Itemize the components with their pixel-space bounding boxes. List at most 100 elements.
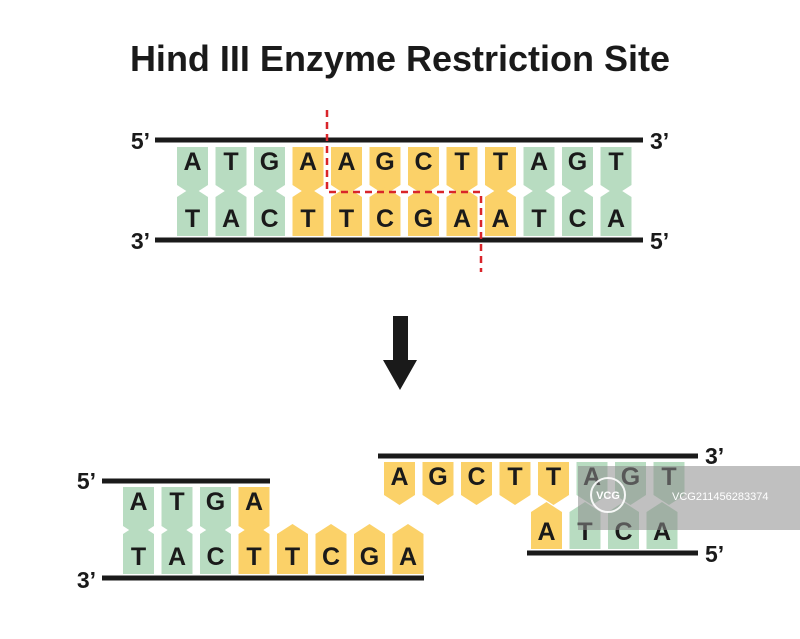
right-bottom-base-0-block [531,502,562,549]
right-top-base-3-block [499,462,531,505]
top-strand-base-4-letter: A [337,148,355,176]
watermark-text: VCG211456283374 [672,491,768,503]
top-strand-base-0-letter: A [183,148,201,176]
bottom-strand-base-10-letter: C [568,205,586,233]
top-strand-base-5-block [369,147,401,195]
top-strand-base-2-block [254,147,285,195]
right-top-end-label: 3’ [705,443,724,469]
left-bottom-base-4-block [277,524,308,574]
top-strand-base-6-block [408,147,439,195]
cut-path [325,110,483,272]
top-strand-base-8-block [485,147,516,195]
bottom-strand-base-10-block [562,187,593,236]
bottom-strand-base-9-letter: T [531,205,546,233]
bottom-right-end-label: 5’ [650,228,669,254]
top-strand-base-7-block [446,147,478,195]
top-strand-base-9-letter: A [530,148,548,176]
right-top-base-1-letter: G [428,463,447,491]
bottom-left-end-label: 3’ [131,228,150,254]
bottom-strand-base-7-letter: A [453,205,471,233]
top-left-end-label: 5’ [131,128,150,154]
top-right-end-label: 3’ [650,128,669,154]
bottom-strand-base-8-block [485,187,516,236]
bottom-strand-base-11-letter: A [607,205,625,233]
left-bottom-base-7-block [392,524,424,574]
right-top-base-2-letter: C [467,463,485,491]
left-bottom-base-4-letter: T [285,543,300,571]
right-top-base-4-letter: T [546,463,561,491]
right-top-base-4-block [538,462,569,505]
bottom-strand-base-3-block [292,187,324,236]
left-bottom-base-1-letter: A [168,543,186,571]
top-strand-base-11-letter: T [608,148,623,176]
top-strand-base-5-letter: G [375,148,394,176]
top-strand-base-8-letter: T [493,148,508,176]
left-top-base-1-block [161,487,193,536]
left-top-base-3-block [238,487,270,536]
bottom-strand-base-0-letter: T [185,205,200,233]
right-top-base-1-block [422,462,454,505]
bottom-strand-base-4-block [331,187,362,236]
bottom-strand-base-9-block [523,187,555,236]
right-top-base-0-block [384,462,415,505]
bottom-strand-base-2-letter: C [260,205,278,233]
top-strand-base-3-block [292,147,324,195]
left-top-base-2-letter: G [206,488,225,516]
left-bottom-base-3-block [238,524,270,574]
bottom-strand-base-6-block [408,187,439,236]
top-strand-base-1-block [215,147,247,195]
bottom-strand-base-2-block [254,187,285,236]
cut-site-line [325,110,483,272]
left-bottom-base-2-letter: C [206,543,224,571]
left-bottom-base-3-letter: T [246,543,261,571]
left-bottom-base-5-letter: C [322,543,340,571]
top-strand-base-2-letter: G [260,148,279,176]
top-strand-base-1-letter: T [223,148,238,176]
watermark-logo-icon [590,477,626,513]
watermark-logo-text: VCG [596,490,620,502]
left-top-base-3-letter: A [245,488,263,516]
arrow-shape [383,316,417,390]
down-arrow-icon [383,316,417,390]
left-bottom-base-0-block [123,524,154,574]
right-top-base-0-letter: A [390,463,408,491]
left-bottom-base-7-letter: A [399,543,417,571]
top-strand-base-0-block [177,147,208,195]
bottom-strand-base-8-letter: A [491,205,509,233]
left-bottom-base-0-letter: T [131,543,146,571]
left-top-end-label: 5’ [77,468,96,494]
left-top-base-0-letter: A [129,488,147,516]
top-strand-base-10-block [562,147,593,195]
right-bottom-base-0-letter: A [537,518,555,546]
bottom-strand-base-1-letter: A [222,205,240,233]
top-strand-base-9-block [523,147,555,195]
top-strand-base-7-letter: T [454,148,469,176]
top-strand-base-3-letter: A [299,148,317,176]
left-bottom-base-5-block [315,524,347,574]
right-top-base-3-letter: T [507,463,522,491]
bottom-strand-base-5-letter: C [376,205,394,233]
top-strand-base-4-block [331,147,362,195]
top-strand-base-10-letter: G [568,148,587,176]
bottom-strand-base-7-block [446,187,478,236]
diagram-title: Hind III Enzyme Restriction Site [129,38,671,79]
bottom-strand-base-5-block [369,187,401,236]
left-bottom-base-6-letter: G [360,543,379,571]
bottom-strand-base-0-block [177,187,208,236]
left-top-base-0-block [123,487,154,536]
right-top-base-2-block [461,462,492,505]
bottom-strand-base-3-letter: T [300,205,315,233]
bottom-strand-base-4-letter: T [339,205,354,233]
watermark: VCG VCG211456283374 [578,466,800,530]
left-bottom-end-label: 3’ [77,567,96,593]
left-bottom-base-1-block [161,524,193,574]
left-bottom-base-6-block [354,524,385,574]
left-top-base-2-block [200,487,231,536]
bottom-strand-base-6-letter: G [414,205,433,233]
top-strand-base-6-letter: C [414,148,432,176]
bottom-strand-base-11-block [600,187,632,236]
bottom-strand-base-1-block [215,187,247,236]
